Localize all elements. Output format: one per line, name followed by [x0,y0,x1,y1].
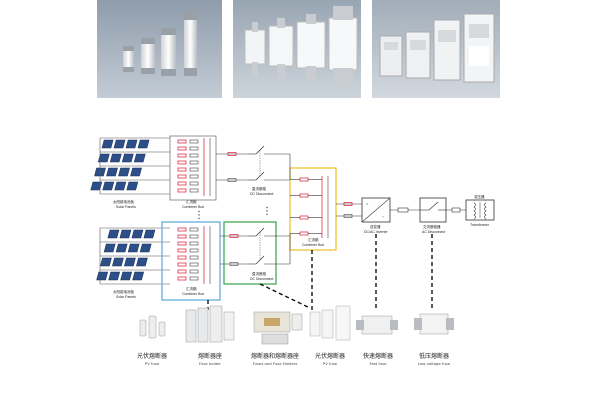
combiner-box-lower [161,221,221,301]
nh-blade-fuse-icon [244,6,358,86]
fuse-icon [343,214,353,218]
combiner-box-lower-zh: 汇流箱 [186,286,197,291]
combiner-box-lower-en: Combiner Box [182,292,204,296]
main-combiner-box [289,167,337,251]
ac-disconnect-zh: 交流断路器 [423,224,441,229]
dc-disconnect-lower-en: DC Disconnect [250,277,273,281]
transformer-en: Transformer [470,223,490,227]
ac-disconnect [419,197,447,223]
photo-nh-fuses [233,0,361,98]
solar-panels-label-zh: 太阳能电池板 [113,199,134,204]
product-fast-fuse [356,315,398,335]
ellipsis-dc: ⋮ [262,206,272,217]
product-label-zh: 光伏熔断器 [137,352,167,360]
solar-array-lower [96,227,170,285]
product-label-zh: 低压熔断器 [419,352,449,360]
solar-panels-lower-zh: 太阳能电池板 [113,289,134,294]
transformer [465,199,495,221]
dc-disconnect-upper-zh: 直流断路 [252,186,266,191]
svg-text:~: ~ [382,214,385,219]
product-label-en: Fuse holder [199,361,221,366]
product-low-voltage-fuse [414,313,454,335]
product-fuse-holder [185,305,235,343]
solar-panels-label-en: Solar Panels [116,205,136,209]
product-label-en: Fuses and Fuse Holders [253,361,298,366]
solar-panels-lower-en: Solar Panels [116,295,136,299]
product-fuses-and-holders [253,311,303,345]
fuse-icon [227,152,237,156]
inverter-zh: 逆变器 [370,224,381,229]
dc-disconnect-upper [248,145,290,181]
product-label-en: Low voltage fuse [418,361,451,366]
product-pv-fuse-nh [309,305,351,341]
photo-cylindrical-fuses [97,0,222,98]
product-labels: 光伏熔断器 PV fuse 熔断器座 Fuse holder 熔断器和熔断器座 … [137,352,451,366]
fuse-icon [397,207,409,213]
combiner-box-upper [169,135,217,201]
main-combiner-en: Combiner Box [302,243,324,247]
dc-disconnect-upper-en: DC Disconnect [250,192,273,196]
photo-fuse-holders [372,0,500,98]
inverter: = ~ [361,197,391,223]
svg-text:=: = [366,201,369,206]
product-label-zh: 熔断器座 [198,352,222,360]
ellipsis-combiner: ⋮ [194,210,204,221]
main-combiner-zh: 汇流箱 [308,237,319,242]
product-label-zh: 快速熔断器 [363,352,393,360]
ac-disconnect-en: AC Disconnect [422,230,445,234]
product-label-en: PV fuse [145,361,160,366]
inverter-en: DC/AC Inverter [364,230,389,234]
product-label-en: Fast fuse [370,361,388,366]
fuse-icon [451,207,461,213]
transformer-zh: 变压器 [474,194,485,199]
fuse-icon [227,178,237,182]
combiner-box-upper-en: Combiner Box [182,205,204,209]
fuse-holder-icon [379,13,495,83]
fuse-icon [343,202,353,206]
dc-disconnect-lower [220,221,290,285]
pv-system-diagram: 太阳能电池板 Solar Panels 汇流箱 Combiner Box [90,135,495,366]
product-label-zh: 光伏熔断器 [315,352,345,360]
combiner-box-upper-zh: 汇流箱 [186,199,197,204]
product-label-en: PV fuse [323,361,338,366]
cylindrical-fuse-icon [123,12,197,76]
solar-array-upper [90,137,170,195]
product-pv-fuse-small [139,315,166,339]
product-label-zh: 熔断器和熔断器座 [251,352,299,360]
dc-disconnect-lower-zh: 直流断路 [252,271,266,276]
